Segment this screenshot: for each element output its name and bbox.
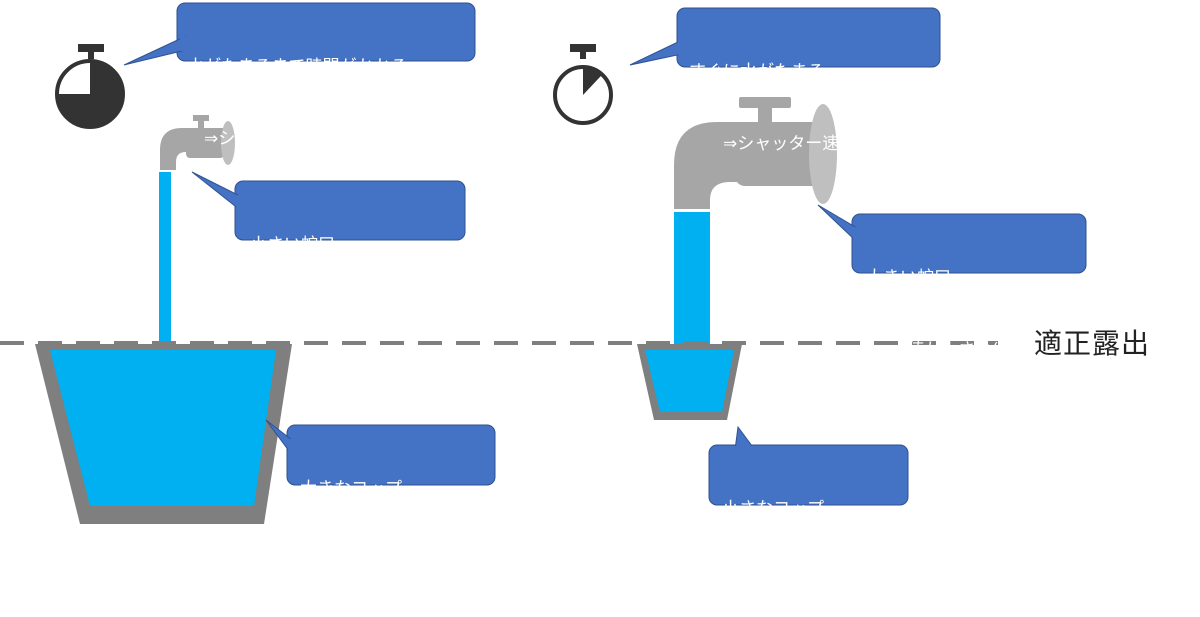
callout-shutter-fast — [629, 7, 941, 68]
callout-shutter-slow — [123, 2, 476, 66]
stopwatch-left-elapsed — [57, 61, 123, 127]
callout-cup-small-line2: ⇒ISO感度が高い — [722, 571, 868, 591]
stopwatch-right-icon — [553, 44, 613, 125]
callout-faucet-small-line1: 小さい蛇口 — [250, 235, 335, 255]
callout-faucet-large-line2: ⇒F値が小さい(開く) — [866, 340, 1040, 360]
callout-cup-large-text: 大きなコップ ⇒ISO感度が低い — [300, 429, 445, 597]
faucet-small-icon — [157, 115, 235, 174]
callout-cup-small — [708, 425, 909, 506]
stopwatch-right-elapsed — [583, 67, 603, 95]
cup-large-icon — [35, 344, 292, 524]
callout-faucet-large — [817, 204, 1087, 274]
callout-faucet-small-text: 小さい蛇口 ⇒F値が大きい(絞る) — [250, 185, 423, 353]
proper-exposure-label: 適正露出 — [1034, 327, 1151, 360]
callout-cup-large — [265, 419, 496, 486]
callout-shutter-fast-line2: ⇒シャッター速度が短い — [689, 134, 908, 154]
water-stream-large — [674, 212, 710, 345]
callout-faucet-large-line1: 大きい蛇口 — [866, 268, 951, 288]
stopwatch-left-icon — [55, 44, 125, 129]
callout-shutter-slow-text: 水がたまるまで時間がかかる ⇒シャッター速度が長い — [187, 7, 408, 175]
callout-shutter-fast-line1: すぐに水がたまる — [689, 62, 825, 82]
callout-faucet-small — [191, 171, 466, 241]
callout-faucet-large-text: 大きい蛇口 ⇒F値が小さい(開く) — [866, 218, 1039, 386]
callout-cup-large-line1: 大きなコップ — [300, 479, 402, 499]
callout-shutter-slow-line2: ⇒シャッター速度が長い — [187, 129, 389, 149]
callout-cup-small-text: 小さなコップ ⇒ISO感度が高い — [722, 449, 867, 617]
callout-faucet-small-line2: ⇒F値が大きい(絞る) — [250, 307, 424, 327]
cup-small-icon — [637, 344, 742, 420]
water-stream-small — [159, 172, 171, 345]
callout-shutter-slow-line1: 水がたまるまで時間がかかる — [187, 57, 408, 77]
callout-shutter-fast-text: すぐに水がたまる ⇒シャッター速度が短い — [689, 12, 907, 180]
callout-cup-large-line2: ⇒ISO感度が低い — [300, 551, 446, 571]
callout-cup-small-line1: 小さなコップ — [722, 499, 824, 519]
faucet-large-icon — [671, 97, 837, 214]
